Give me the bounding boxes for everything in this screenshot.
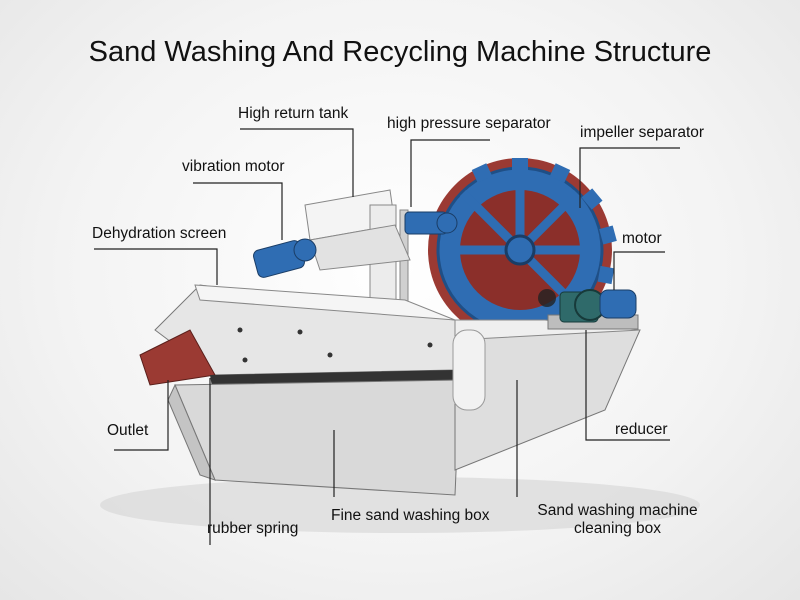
label-dehydration-screen: Dehydration screen [92,225,227,242]
label-cleaning-box: Sand washing machine cleaning box [530,502,705,538]
motor-reducer [538,289,639,330]
label-vibration-motor: vibration motor [182,158,285,175]
label-impeller-separator: impeller separator [580,124,705,141]
leader-dehydration-screen [94,248,218,285]
label-high-pressure-separator: high pressure separator [387,115,551,132]
leader-lines [94,128,680,545]
cleaning-box [452,319,641,471]
label-high-return-tank: High return tank [238,105,349,122]
label-cleaning-box-line2: cleaning box [573,520,662,537]
leader-impeller-separator [579,147,680,208]
leader-vibration-motor [193,182,283,240]
vibration-motor [253,238,317,278]
ground-shadow [100,477,700,533]
diagram-title: Sand Washing And Recycling Machine Struc… [88,36,712,68]
label-cleaning-box-line1: Sand washing machine [537,502,698,519]
label-motor: motor [622,230,662,247]
leader-high-pressure-separator [410,139,490,207]
leader-reducer [585,330,670,441]
label-fine-sand-washing-box: Fine sand washing box [331,507,490,524]
high-pressure-separator [404,211,458,235]
fine-sand-washing-box [167,379,461,496]
label-outlet: Outlet [107,422,149,439]
leader-high-return-tank [240,128,354,197]
leader-outlet [114,380,169,451]
label-rubber-spring: rubber spring [207,520,299,537]
leader-motor [613,251,665,290]
label-reducer: reducer [615,421,668,438]
